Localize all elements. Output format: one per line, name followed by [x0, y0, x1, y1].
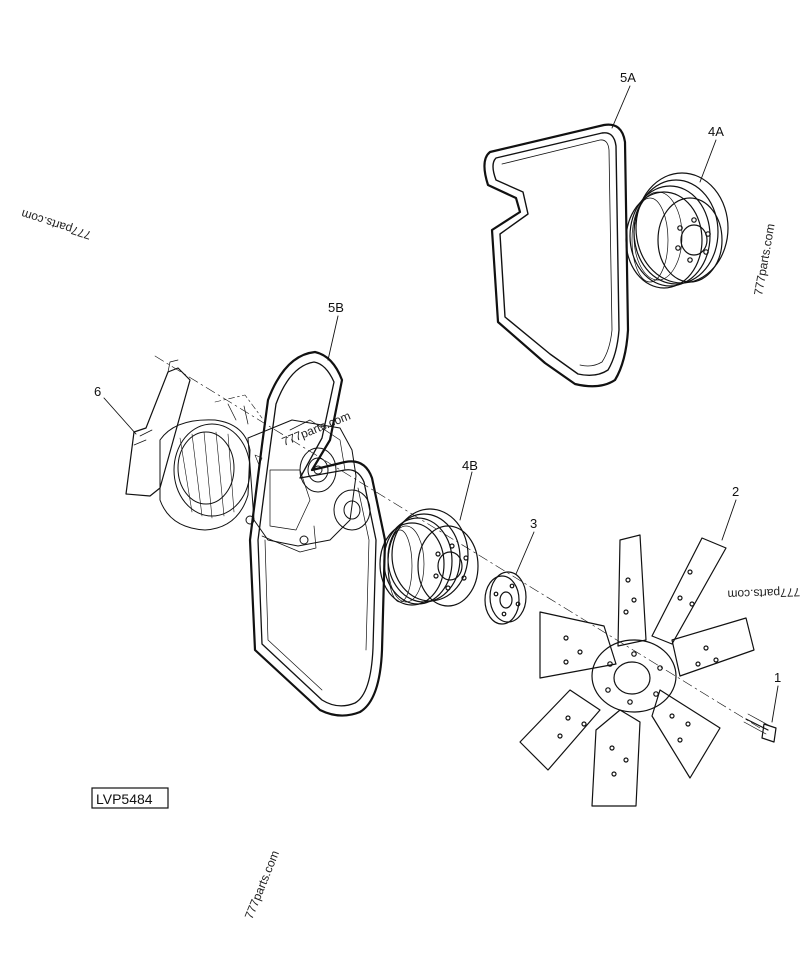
callout-4b: 4B — [462, 458, 478, 473]
drawing-code-box: LVP5484 — [91, 787, 169, 809]
belt-5a — [483, 123, 630, 388]
watermark-1: 777parts.com — [19, 207, 92, 243]
callout-3: 3 — [530, 516, 537, 531]
watermark-5: 777parts.com — [242, 848, 282, 921]
callout-2: 2 — [732, 484, 739, 499]
watermark-4: 777parts.com — [727, 585, 800, 602]
spacer-3 — [484, 571, 527, 625]
callout-6: 6 — [94, 384, 101, 399]
watermark-3: 777parts.com — [280, 409, 353, 449]
callout-4a: 4A — [708, 124, 724, 139]
fan-2 — [519, 534, 755, 807]
callout-5b: 5B — [328, 300, 344, 315]
watermark-2: 777parts.com — [751, 222, 777, 296]
callout-1: 1 — [774, 670, 781, 685]
bracket-6 — [125, 359, 191, 497]
alternator-assembly — [159, 394, 371, 553]
callout-5a: 5A — [620, 70, 636, 85]
pulley-4b — [379, 508, 479, 607]
belt-5b — [248, 350, 387, 717]
drawing-code: LVP5484 — [96, 791, 153, 807]
leader-lines — [103, 85, 779, 723]
pulley-4a — [625, 172, 729, 289]
bolt-1 — [743, 713, 777, 743]
